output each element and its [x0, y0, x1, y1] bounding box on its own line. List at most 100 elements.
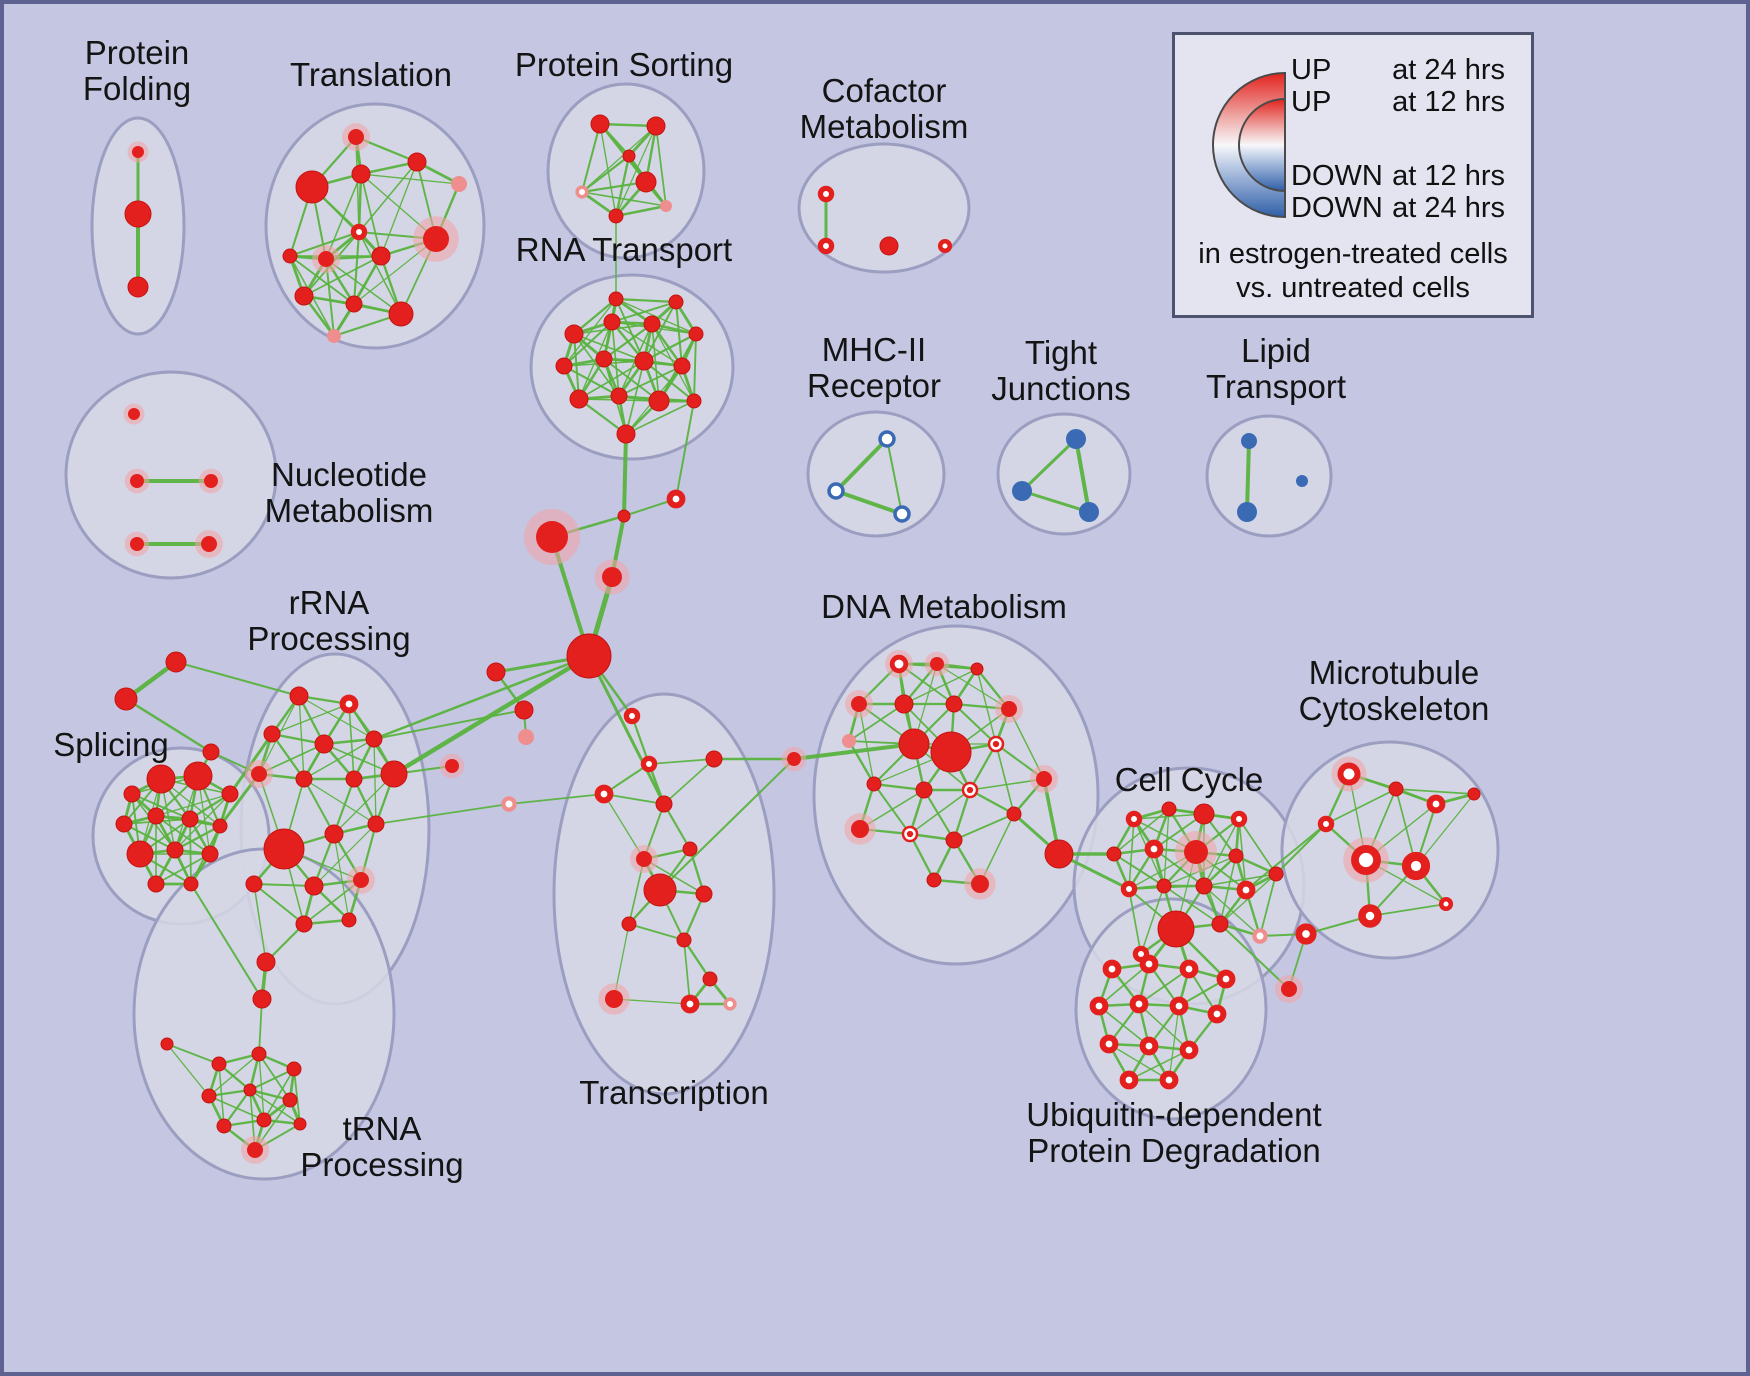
network-node[interactable] — [286, 1061, 302, 1077]
network-node[interactable] — [608, 208, 624, 224]
network-node[interactable] — [327, 329, 341, 343]
network-node[interactable] — [680, 994, 700, 1014]
network-node[interactable] — [879, 236, 899, 256]
network-node[interactable] — [655, 795, 673, 813]
network-node[interactable] — [924, 651, 950, 677]
network-node[interactable] — [126, 840, 154, 868]
network-node[interactable] — [1295, 923, 1317, 945]
network-node[interactable] — [660, 200, 672, 212]
network-node[interactable] — [866, 776, 882, 792]
network-node[interactable] — [1156, 878, 1172, 894]
network-node[interactable] — [1438, 896, 1454, 912]
network-node[interactable] — [1317, 815, 1335, 833]
network-node[interactable] — [1030, 765, 1058, 793]
network-node[interactable] — [623, 707, 641, 725]
network-node[interactable] — [1044, 839, 1074, 869]
network-node[interactable] — [341, 912, 357, 928]
network-node[interactable] — [898, 728, 930, 760]
network-node[interactable] — [970, 662, 984, 676]
network-node[interactable] — [1144, 839, 1164, 859]
network-node[interactable] — [630, 845, 658, 873]
network-node[interactable] — [365, 730, 383, 748]
network-node[interactable] — [263, 828, 305, 870]
network-node[interactable] — [1120, 880, 1138, 898]
network-node[interactable] — [380, 760, 408, 788]
network-node[interactable] — [256, 1112, 272, 1128]
network-node[interactable] — [1268, 866, 1284, 882]
network-node[interactable] — [695, 885, 713, 903]
network-node[interactable] — [673, 357, 691, 375]
network-node[interactable] — [1230, 810, 1248, 828]
network-node[interactable] — [878, 430, 896, 448]
network-node[interactable] — [347, 866, 375, 894]
network-node[interactable] — [566, 633, 612, 679]
network-node[interactable] — [1119, 1070, 1139, 1090]
network-node[interactable] — [124, 200, 152, 228]
network-node[interactable] — [339, 694, 359, 714]
network-node[interactable] — [345, 295, 363, 313]
network-node[interactable] — [195, 530, 223, 558]
network-node[interactable] — [594, 559, 630, 595]
network-node[interactable] — [198, 468, 224, 494]
network-node[interactable] — [243, 1083, 257, 1097]
network-node[interactable] — [211, 1056, 227, 1072]
network-node[interactable] — [622, 149, 636, 163]
network-node[interactable] — [295, 770, 313, 788]
network-node[interactable] — [1275, 975, 1303, 1003]
network-node[interactable] — [251, 1046, 267, 1062]
network-node[interactable] — [894, 694, 914, 714]
network-node[interactable] — [564, 324, 584, 344]
network-node[interactable] — [1139, 1036, 1159, 1056]
network-node[interactable] — [413, 216, 459, 262]
network-node[interactable] — [995, 695, 1023, 723]
network-node[interactable] — [1102, 959, 1122, 979]
network-node[interactable] — [555, 357, 573, 375]
network-node[interactable] — [216, 1118, 232, 1134]
network-node[interactable] — [634, 351, 654, 371]
network-node[interactable] — [124, 468, 150, 494]
network-node[interactable] — [114, 687, 138, 711]
network-node[interactable] — [885, 650, 913, 678]
network-node[interactable] — [893, 505, 911, 523]
network-node[interactable] — [1099, 1034, 1119, 1054]
network-node[interactable] — [252, 989, 272, 1009]
network-node[interactable] — [241, 1136, 269, 1164]
network-node[interactable] — [702, 971, 718, 987]
network-node[interactable] — [1237, 502, 1257, 522]
network-node[interactable] — [575, 185, 589, 199]
network-node[interactable] — [688, 326, 704, 342]
network-node[interactable] — [617, 509, 631, 523]
network-node[interactable] — [342, 123, 370, 151]
network-node[interactable] — [304, 876, 324, 896]
network-node[interactable] — [124, 531, 150, 557]
network-node[interactable] — [595, 350, 613, 368]
network-node[interactable] — [147, 875, 165, 893]
network-node[interactable] — [181, 810, 199, 828]
network-node[interactable] — [127, 276, 149, 298]
network-node[interactable] — [686, 393, 702, 409]
network-node[interactable] — [901, 825, 919, 843]
network-node[interactable] — [245, 760, 273, 788]
network-node[interactable] — [781, 746, 807, 772]
network-node[interactable] — [1066, 429, 1086, 449]
network-node[interactable] — [1159, 1070, 1179, 1090]
network-node[interactable] — [324, 824, 344, 844]
network-node[interactable] — [845, 690, 873, 718]
network-node[interactable] — [945, 695, 963, 713]
network-node[interactable] — [147, 807, 165, 825]
network-node[interactable] — [1343, 837, 1389, 883]
network-node[interactable] — [1006, 806, 1022, 822]
network-node[interactable] — [1467, 787, 1481, 801]
network-node[interactable] — [183, 876, 199, 892]
network-node[interactable] — [926, 872, 942, 888]
network-node[interactable] — [293, 1117, 307, 1131]
network-node[interactable] — [1169, 996, 1189, 1016]
network-node[interactable] — [646, 116, 666, 136]
network-node[interactable] — [682, 841, 698, 857]
network-node[interactable] — [1426, 794, 1446, 814]
network-node[interactable] — [945, 831, 963, 849]
network-node[interactable] — [345, 770, 363, 788]
network-node[interactable] — [221, 785, 239, 803]
network-node[interactable] — [668, 294, 684, 310]
network-node[interactable] — [1161, 801, 1177, 817]
